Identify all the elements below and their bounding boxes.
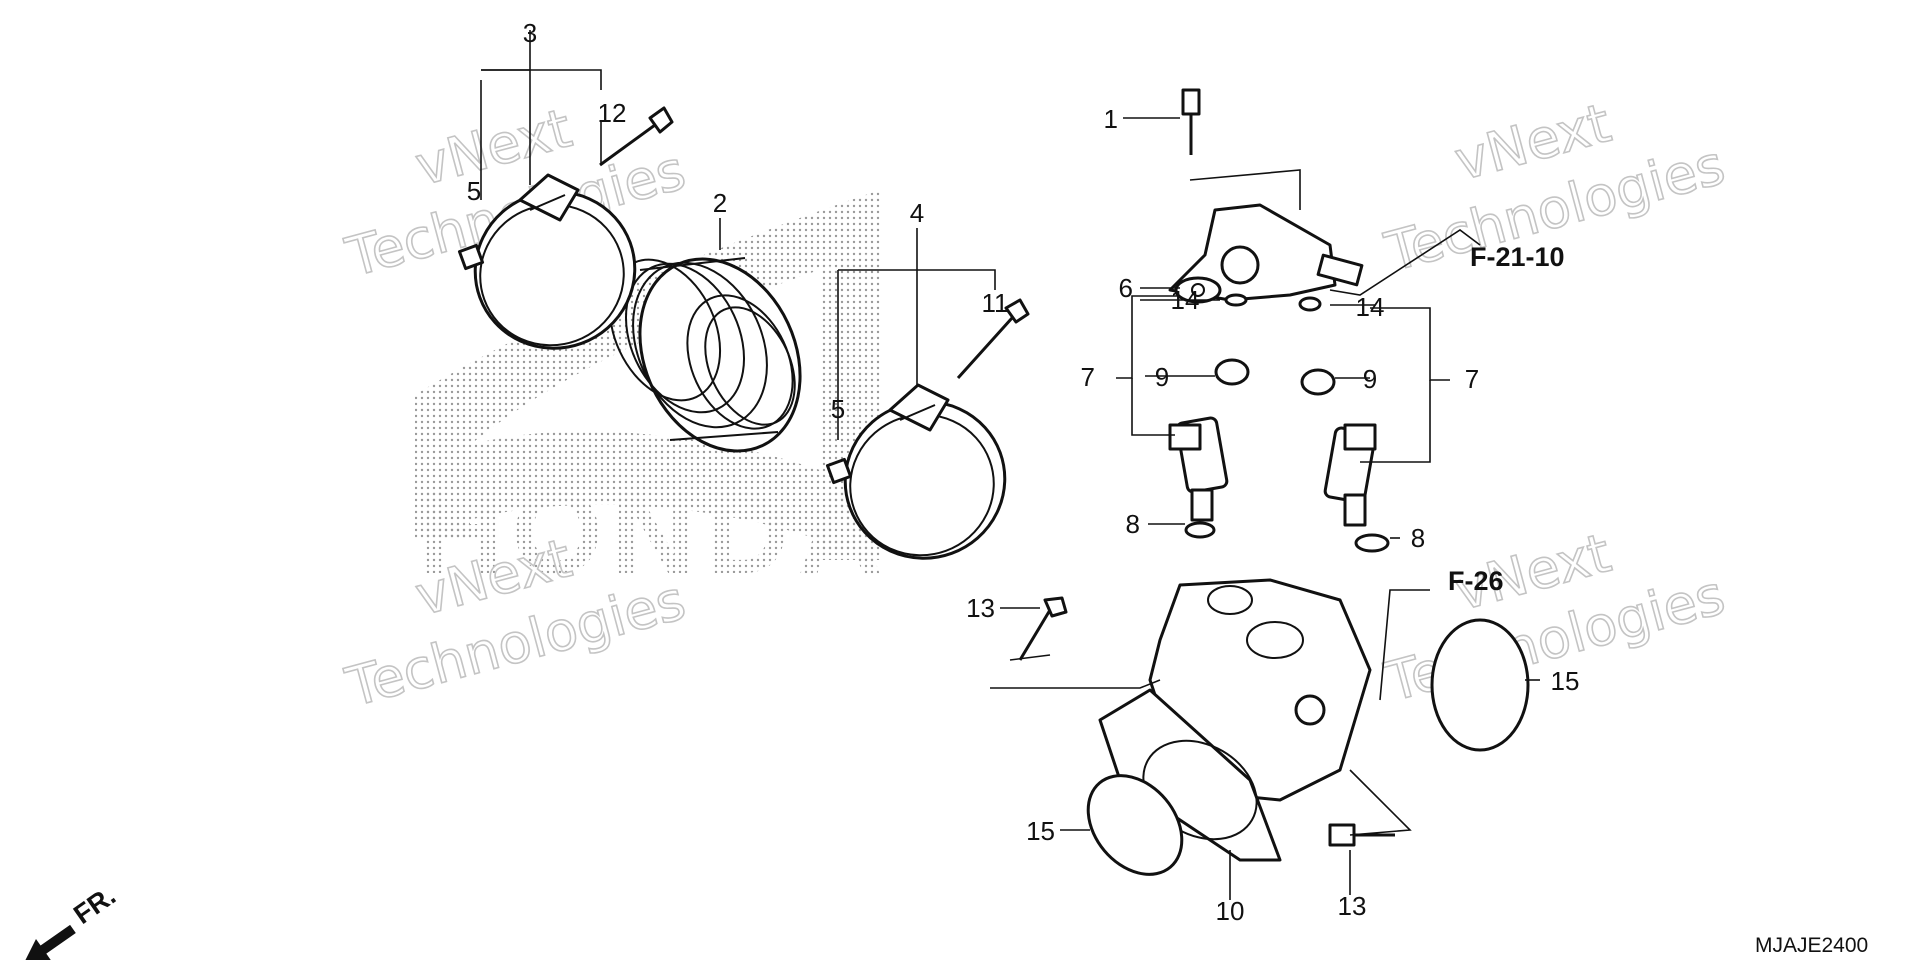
- callout-7b: 7: [1465, 364, 1479, 394]
- callout-7a: 7: [1081, 362, 1095, 392]
- diagram-code: MJAJE2400: [1755, 934, 1868, 957]
- callout-6: 6: [1119, 273, 1133, 303]
- fuel-pipe: [1168, 203, 1364, 304]
- callout-15b: 15: [1551, 666, 1580, 696]
- callout-13b: 13: [1338, 891, 1367, 921]
- callout-14b: 14: [1356, 292, 1385, 322]
- reference-fuel-pump: F-21-10: [1470, 242, 1565, 272]
- front-label: FR.: [68, 880, 121, 930]
- callout-12: 12: [598, 98, 627, 128]
- callout-9b: 9: [1363, 364, 1377, 394]
- injector-left: [1168, 416, 1229, 522]
- callout-5b: 5: [831, 394, 845, 424]
- callout-9a: 9: [1155, 362, 1169, 392]
- throttle-gasket: [1086, 618, 1530, 876]
- callout-15a: 15: [1026, 816, 1055, 846]
- throttle-body: [1098, 578, 1372, 862]
- bolt-1: [1181, 88, 1201, 155]
- callout-3: 3: [523, 18, 537, 48]
- callout-2: 2: [713, 188, 727, 218]
- callout-13a: 13: [966, 593, 995, 623]
- front-arrow-icon: [23, 924, 76, 960]
- callout-8b: 8: [1411, 523, 1425, 553]
- hose-clamp-rear: [457, 173, 637, 350]
- callout-5a: 5: [467, 176, 481, 206]
- reference-f26: F-26: [1448, 566, 1504, 596]
- hose-clamp-front: [825, 383, 1007, 560]
- front-direction-indicator: FR.: [23, 880, 121, 960]
- callout-14a: 14: [1171, 285, 1200, 315]
- clamp-screw-12: [599, 106, 674, 167]
- callout-10: 10: [1216, 896, 1245, 926]
- brand-wordmark: HONDA: [418, 467, 891, 599]
- leader-lines: [480, 30, 1540, 900]
- injector-seals: [1184, 293, 1390, 553]
- callout-4: 4: [910, 198, 924, 228]
- clamp-screw-11: [956, 298, 1030, 380]
- callout-1: 1: [1104, 104, 1118, 134]
- injector-right: [1323, 423, 1377, 527]
- callout-11: 11: [982, 288, 1009, 318]
- callout-8a: 8: [1126, 509, 1140, 539]
- throttle-bolts: [1018, 596, 1395, 847]
